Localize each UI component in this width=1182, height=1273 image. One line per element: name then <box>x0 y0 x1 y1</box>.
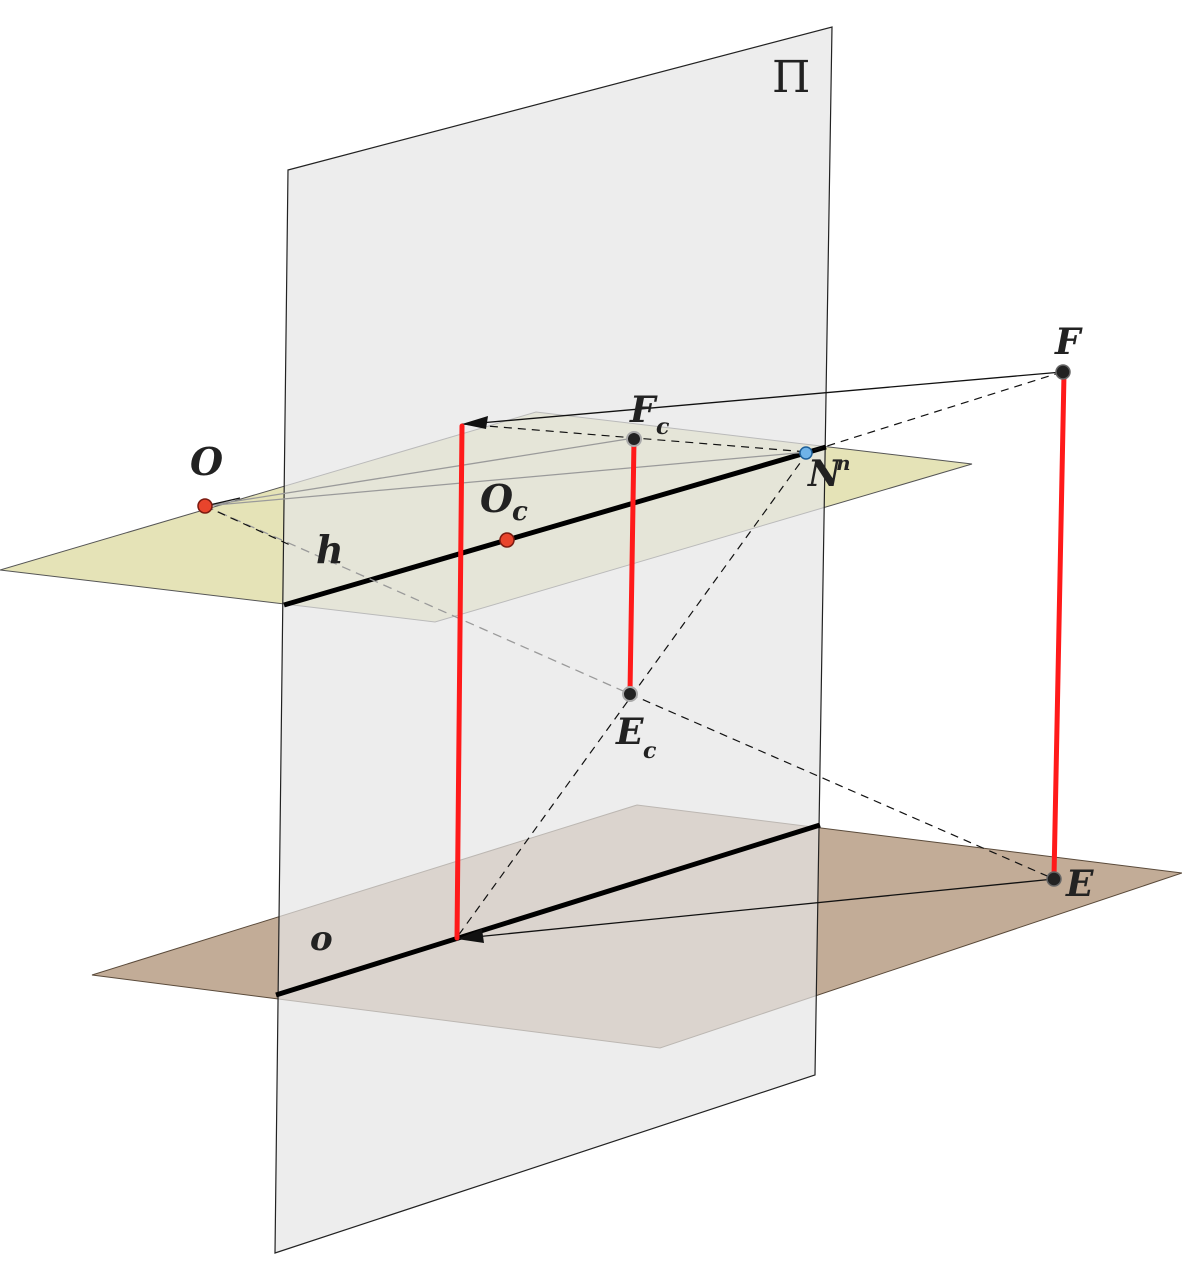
label-N: N <box>807 453 843 495</box>
label-o: o <box>310 919 333 959</box>
label-N-sup: n <box>836 451 851 475</box>
horizon-line-h <box>283 444 827 608</box>
label-Ec-sub: c <box>643 738 657 764</box>
ground-line-o <box>275 822 821 998</box>
arrowhead-upper <box>462 416 488 429</box>
label-Fc: F <box>629 389 658 431</box>
point-O-marker <box>197 498 213 514</box>
label-Oc-sub: c <box>512 497 528 527</box>
point-Fc-marker <box>626 431 642 447</box>
construction-lines-grey <box>204 437 809 695</box>
label-Ec: E <box>615 711 644 753</box>
red-segment-F-E <box>1051 371 1067 880</box>
label-Fc-sub: c <box>656 414 670 440</box>
red-segments <box>454 371 1067 941</box>
picture-plane <box>274 26 833 1254</box>
point-Ec-marker <box>622 686 638 702</box>
point-E-marker <box>1046 871 1062 887</box>
point-Oc-marker <box>499 532 515 548</box>
red-segment-Fc-Ec <box>627 437 637 695</box>
point-F-marker <box>1055 364 1071 380</box>
red-segment-left <box>454 423 465 941</box>
label-F: F <box>1054 321 1083 363</box>
arrowhead-lower <box>457 929 484 943</box>
label-plane-pi: Π <box>772 52 810 103</box>
label-h: h <box>316 527 344 572</box>
label-Oc: O <box>480 476 513 521</box>
label-O: O <box>190 439 223 484</box>
label-E: E <box>1065 863 1094 905</box>
point-N-marker <box>799 446 813 460</box>
